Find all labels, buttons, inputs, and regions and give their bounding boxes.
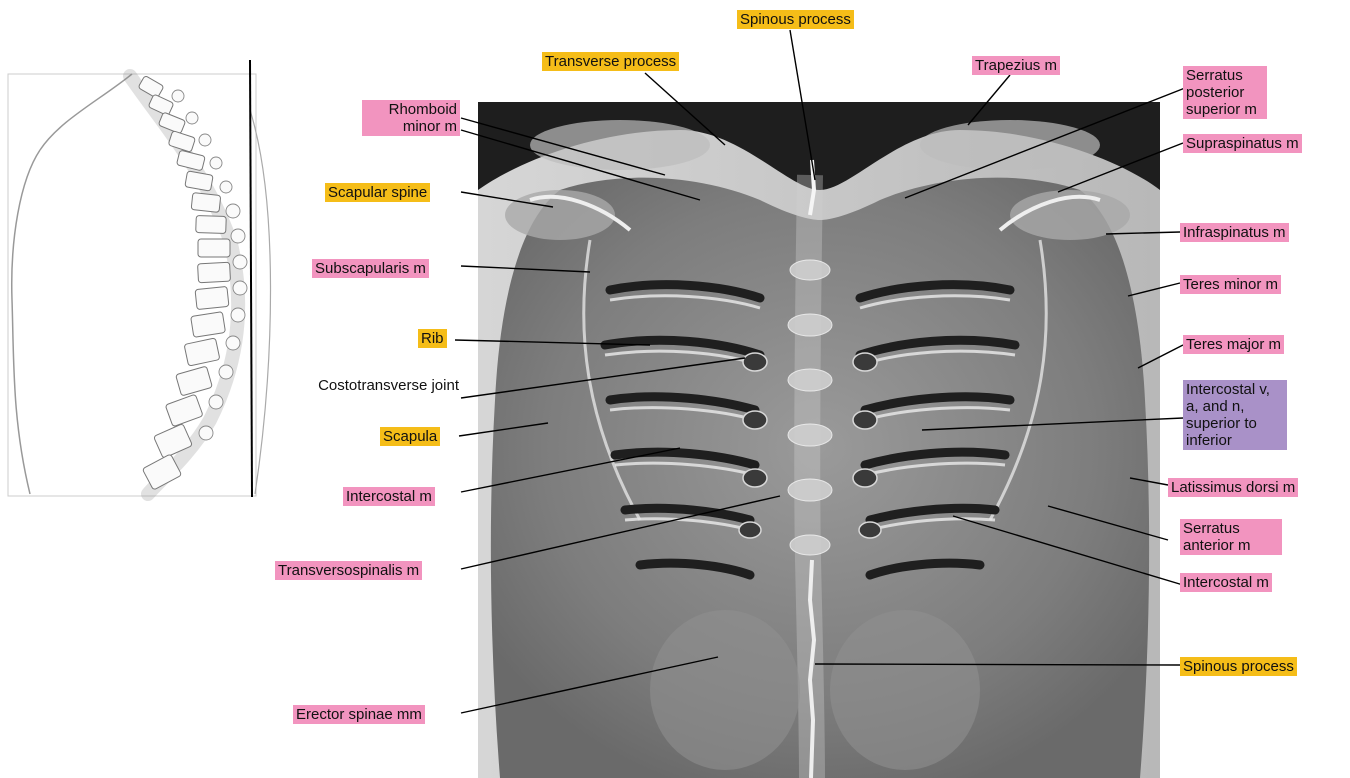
label-scapula: Scapula xyxy=(380,427,440,446)
label-latissimus-dorsi: Latissimus dorsi m xyxy=(1168,478,1298,497)
label-teres-minor: Teres minor m xyxy=(1180,275,1281,294)
label-rhomboid-minor: Rhomboid minor m xyxy=(362,100,460,136)
label-erector-spinae: Erector spinae mm xyxy=(293,705,425,724)
label-serratus-posterior-superior: Serratus posterior superior m xyxy=(1183,66,1267,119)
label-costotransverse-joint: Costotransverse joint xyxy=(300,376,462,395)
label-transversospinalis: Transversospinalis m xyxy=(275,561,422,580)
label-subscapularis: Subscapularis m xyxy=(312,259,429,278)
label-teres-major: Teres major m xyxy=(1183,335,1284,354)
label-spinous-process-top: Spinous process xyxy=(737,10,854,29)
label-transverse-process: Transverse process xyxy=(542,52,679,71)
label-intercostal-left: Intercostal m xyxy=(343,487,435,506)
label-scapular-spine: Scapular spine xyxy=(325,183,430,202)
label-supraspinatus: Supraspinatus m xyxy=(1183,134,1302,153)
label-infraspinatus: Infraspinatus m xyxy=(1180,223,1289,242)
mri-image xyxy=(478,102,1160,778)
label-spinous-process-bottom: Spinous process xyxy=(1180,657,1297,676)
label-intercostal-right: Intercostal m xyxy=(1180,573,1272,592)
spine-thumbnail xyxy=(8,60,271,497)
label-rib: Rib xyxy=(418,329,447,348)
label-serratus-anterior: Serratus anterior m xyxy=(1180,519,1282,555)
label-trapezius: Trapezius m xyxy=(972,56,1060,75)
label-intercostal-vessels: Intercostal v, a, and n, superior to inf… xyxy=(1183,380,1287,450)
